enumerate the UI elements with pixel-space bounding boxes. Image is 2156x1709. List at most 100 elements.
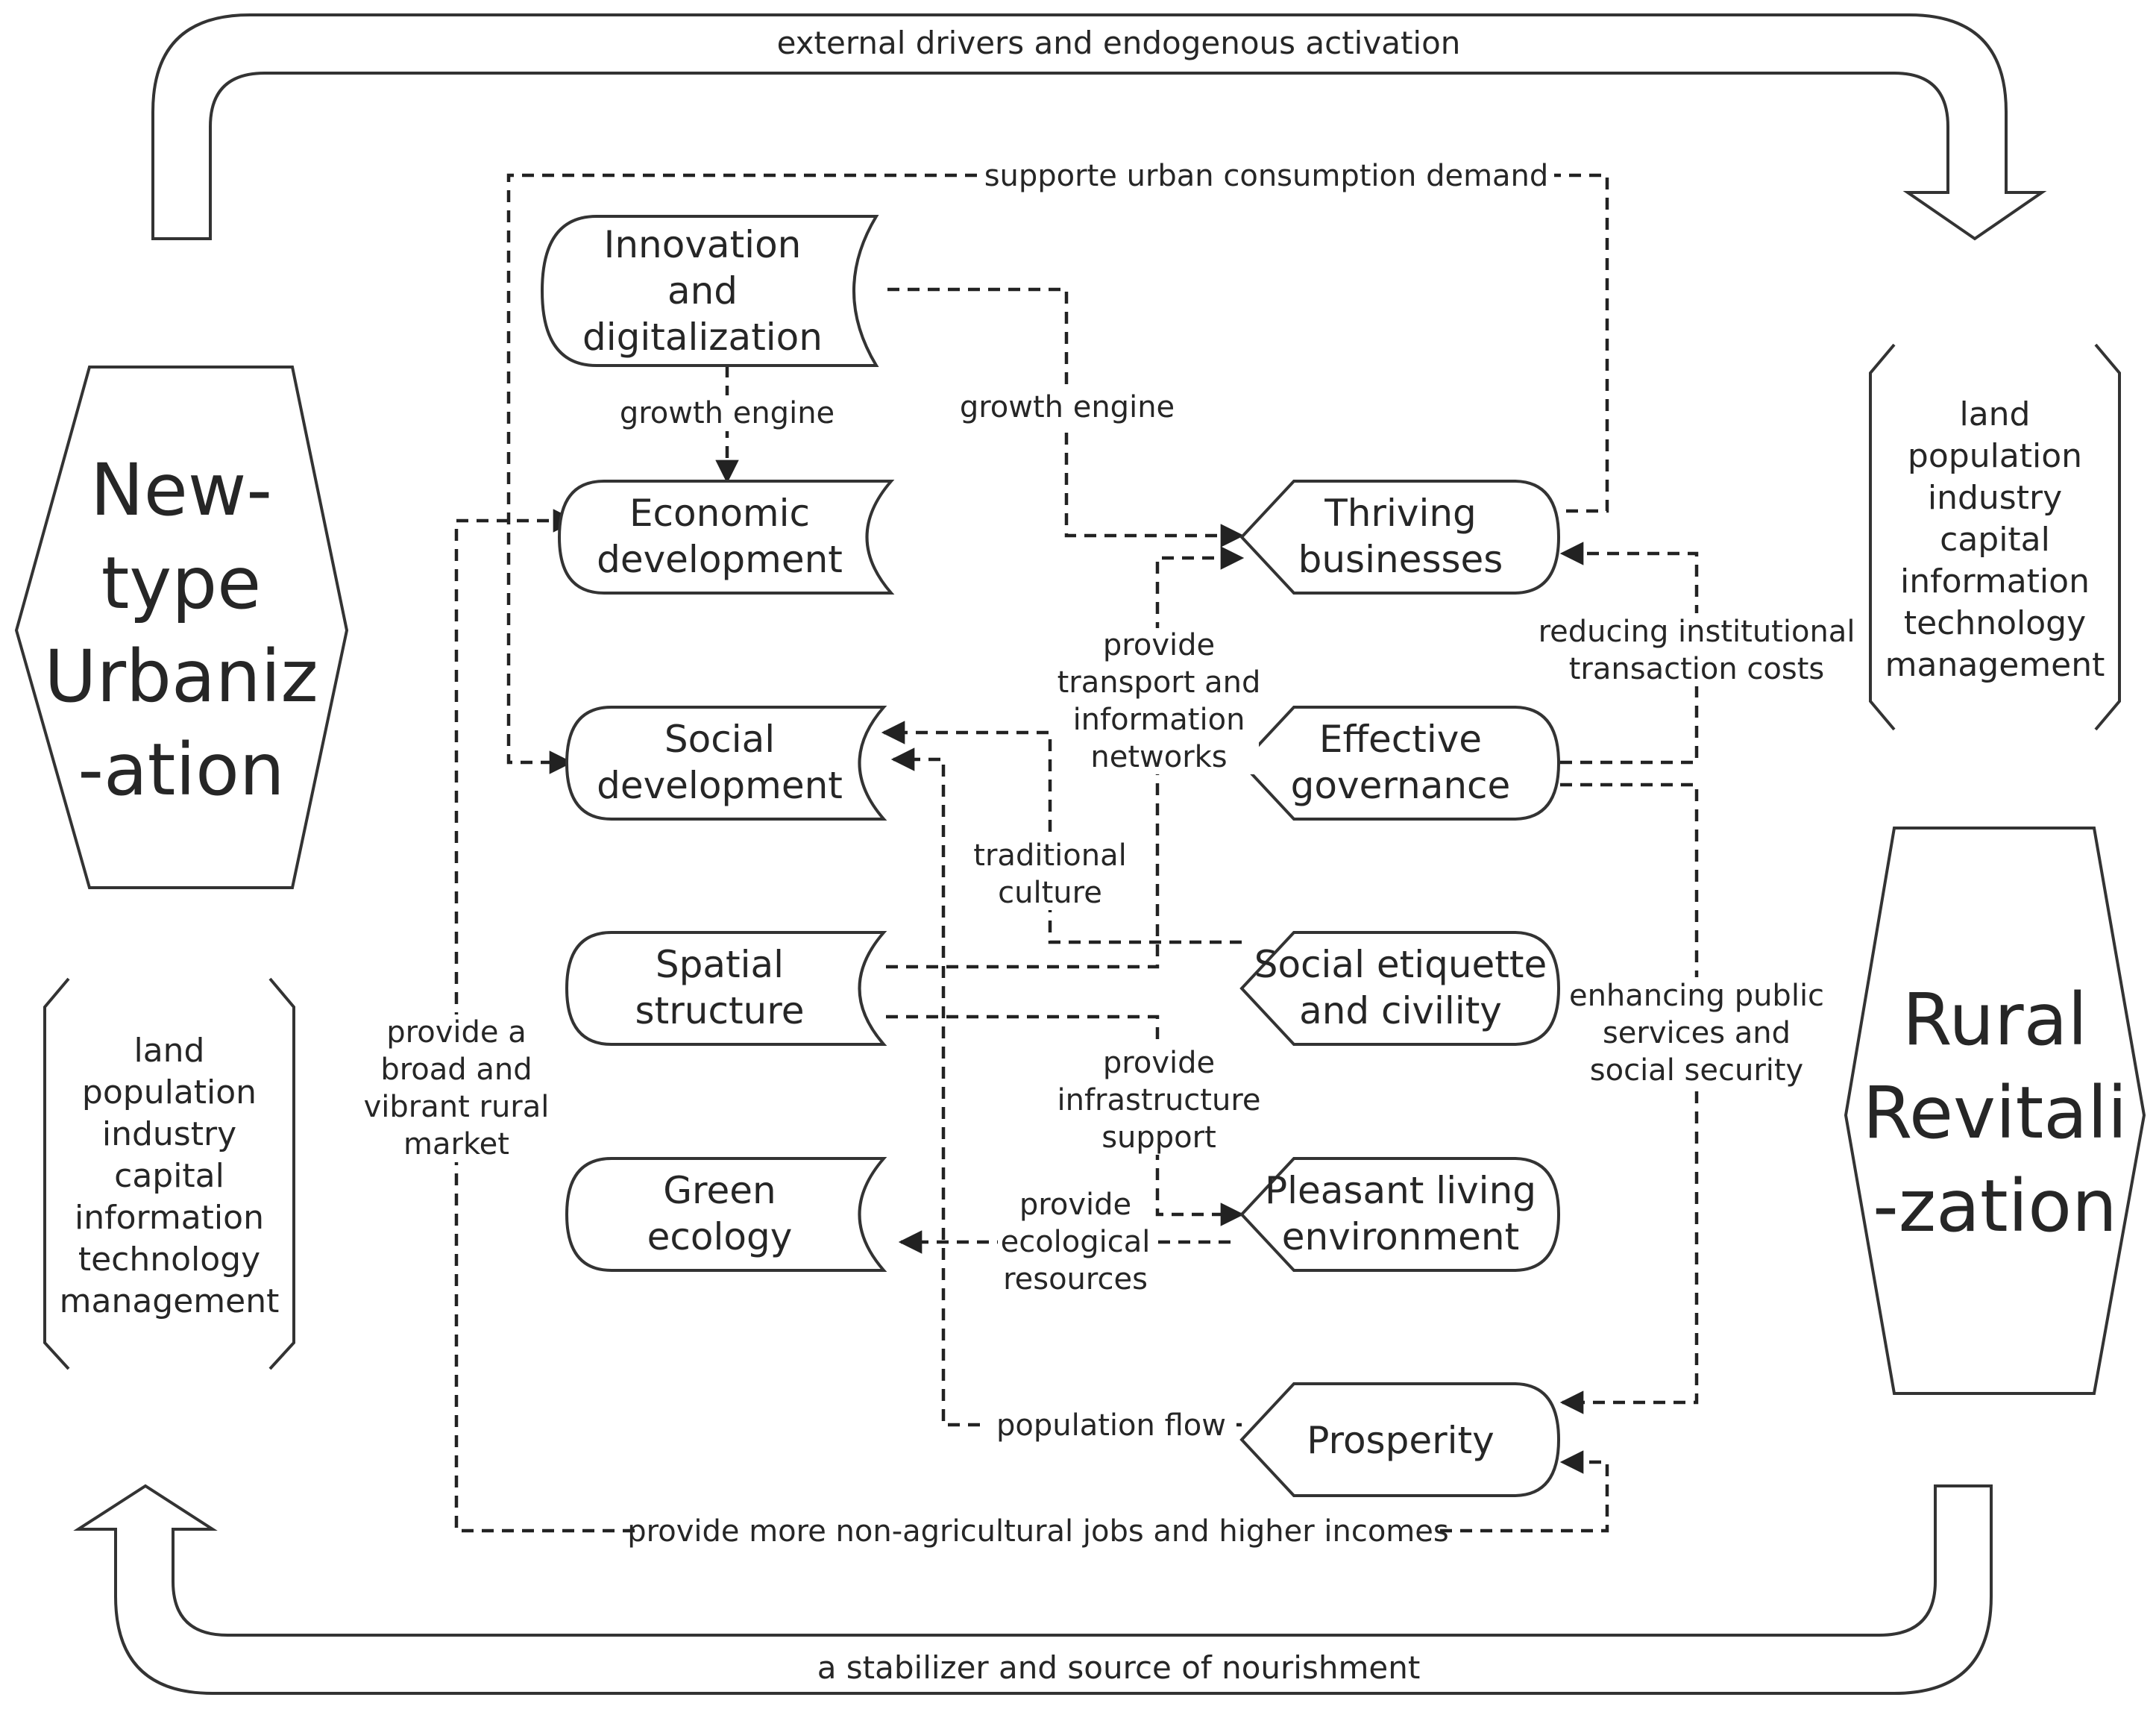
edge-label-line: resources <box>1003 1262 1148 1296</box>
edge-label-line: enhancing public <box>1569 979 1824 1013</box>
urbanization-title-line: Urbaniz <box>44 635 318 718</box>
edge-label-bg <box>1059 628 1259 774</box>
edge-label-rural-market: provide a broad and vibrant rural market <box>364 1015 550 1161</box>
edge-label-consumption: supporte urban consumption demand <box>984 159 1549 193</box>
edge-label-ecological: provide ecological resources <box>1001 1188 1151 1296</box>
left-factors-list: land population industry capital informa… <box>43 977 295 1370</box>
node-text: Pleasant living <box>1265 1169 1536 1212</box>
right-factor: management <box>1885 646 2105 684</box>
edge-label-culture: traditional culture <box>973 838 1126 910</box>
node-text: Thriving <box>1324 492 1477 535</box>
edge-label-population-flow: population flow <box>996 1408 1226 1443</box>
node-text: Social <box>664 718 775 761</box>
edge-label-transport: provide transport and information networ… <box>1057 628 1261 774</box>
left-factor: land <box>133 1032 204 1070</box>
node-green-ecology: Green ecology <box>565 1157 887 1272</box>
left-factors-bracket-open <box>43 977 70 1370</box>
bottom-band-label: a stabilizer and source of nourishment <box>817 1649 1421 1686</box>
edge-label-line: provide a <box>386 1015 526 1050</box>
connector-institutional <box>1559 542 1699 765</box>
edge-label-jobs: provide more non-agricultural jobs and h… <box>627 1514 1448 1549</box>
edge-label-bg <box>1565 977 1829 1088</box>
left-factor: technology <box>78 1241 260 1279</box>
revitalization-title-line: -zation <box>1873 1164 2117 1248</box>
node-social-etiquette: Social etiquette and civility <box>1239 931 1561 1046</box>
left-factor: capital <box>114 1157 224 1195</box>
edge-label-line: market <box>403 1127 509 1161</box>
right-factor: land <box>1959 395 2030 433</box>
node-text: and <box>667 269 738 313</box>
edge-label-line: reducing institutional <box>1539 615 1855 649</box>
edge-label-line: information <box>1073 703 1245 737</box>
edge-label-bg <box>969 837 1132 910</box>
left-factor: information <box>75 1199 264 1237</box>
node-text: development <box>597 764 843 807</box>
edge-label-bg <box>1057 1044 1259 1155</box>
node-text: Innovation <box>604 223 802 266</box>
edge-label-bg <box>1533 613 1861 686</box>
right-factors-bracket-open <box>1869 343 1896 731</box>
edge-label-line: networks <box>1090 740 1227 774</box>
edge-label-line: culture <box>998 876 1102 910</box>
left-factors-bracket-close <box>268 977 295 1370</box>
edge-label-bg <box>643 1513 1433 1550</box>
connector-jobs <box>776 1450 1609 1533</box>
node-spatial-structure: Spatial structure <box>565 931 887 1046</box>
right-factor: industry <box>1928 479 2062 517</box>
node-text: Economic <box>629 492 810 535</box>
node-text: ecology <box>647 1215 793 1258</box>
bottom-band-arrow <box>73 1484 1993 1695</box>
right-factor: population <box>1908 437 2082 475</box>
right-factors-bracket-close <box>2094 343 2121 731</box>
new-type-urbanization-title: New- type Urbaniz -ation <box>44 448 318 812</box>
node-text: Spatial <box>656 943 784 986</box>
node-text: Social etiquette <box>1254 943 1547 986</box>
edge-label-line: services and <box>1603 1016 1791 1050</box>
node-pleasant-living: Pleasant living environment <box>1239 1157 1561 1272</box>
edge-label-bg <box>958 389 1176 425</box>
node-effective-governance: Effective governance <box>1239 706 1561 821</box>
revitalization-title-line: Revitali <box>1863 1071 2128 1155</box>
edge-label-line: provide <box>1103 1046 1215 1080</box>
edge-label-line: social security <box>1590 1053 1803 1088</box>
right-factor: technology <box>1904 604 2086 642</box>
edge-label-line: traditional <box>973 838 1126 873</box>
edge-label-line: transaction costs <box>1569 652 1825 686</box>
node-text: development <box>597 538 843 581</box>
node-prosperity: Prosperity <box>1239 1382 1561 1497</box>
edge-label-line: provide <box>1019 1188 1131 1222</box>
node-text: Green <box>663 1169 776 1212</box>
edge-label-bg <box>620 395 832 431</box>
connector-culture <box>881 721 1242 944</box>
edge-label-institutional: reducing institutional transaction costs <box>1539 615 1855 686</box>
edge-label-line: provide <box>1103 628 1215 662</box>
edge-label-line: vibrant rural <box>364 1090 550 1124</box>
node-text: digitalization <box>582 316 823 359</box>
edge-label-bg <box>986 1407 1236 1444</box>
edge-label-line: infrastructure <box>1057 1083 1260 1117</box>
edge-label-bg <box>998 1186 1153 1296</box>
rural-revitalization-title: Rural Revitali -zation <box>1863 978 2128 1248</box>
bottom-band-label-bg <box>791 1640 1462 1689</box>
node-text: Effective <box>1319 718 1482 761</box>
edge-label-line: ecological <box>1001 1225 1151 1259</box>
node-text: and civility <box>1299 989 1502 1032</box>
top-band-arrow <box>151 13 2047 241</box>
node-text: environment <box>1282 1215 1519 1258</box>
node-text: structure <box>635 989 805 1032</box>
node-text: businesses <box>1298 538 1503 581</box>
top-band-label: external drivers and endogenous activati… <box>777 25 1461 61</box>
node-social-development: Social development <box>565 706 887 821</box>
rural-revitalization-hexagon <box>1844 827 2146 1395</box>
node-text: Prosperity <box>1307 1419 1495 1462</box>
edge-label-growth-right: growth engine <box>960 390 1175 424</box>
top-band-label-bg <box>768 19 1588 69</box>
urbanization-title-line: type <box>101 542 261 625</box>
right-factors-list: land population industry capital informa… <box>1869 343 2121 731</box>
left-factor: industry <box>102 1115 236 1153</box>
left-factor: management <box>60 1282 280 1320</box>
urbanization-title-line: New- <box>90 448 272 532</box>
connector-public-services <box>1559 783 1699 1414</box>
edge-label-line: broad and <box>380 1053 532 1087</box>
